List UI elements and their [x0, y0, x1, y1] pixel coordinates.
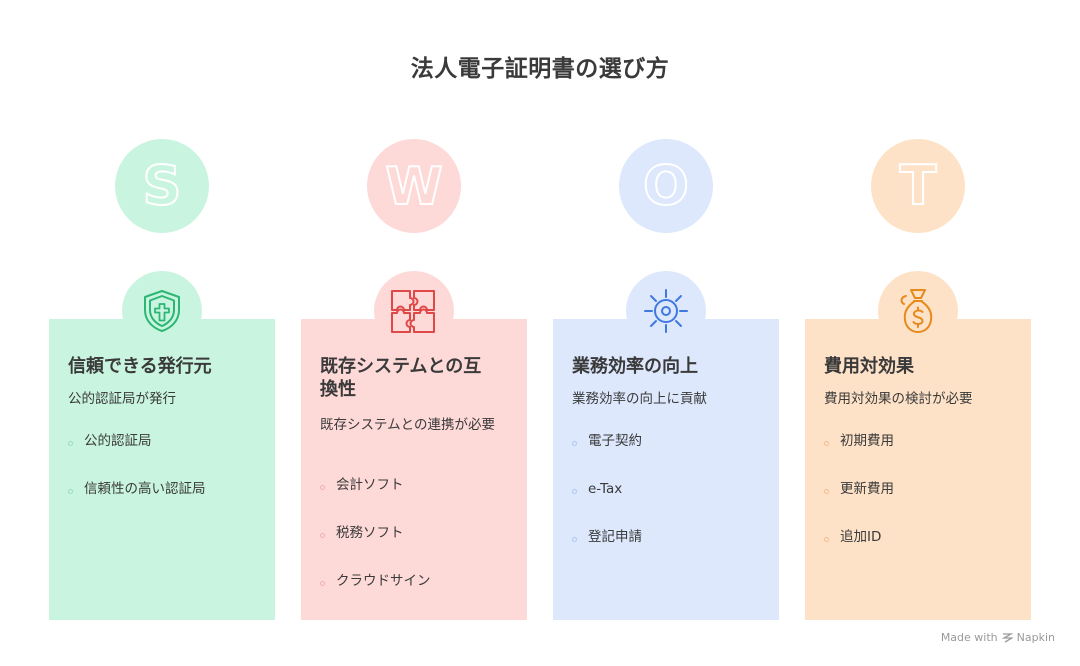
card-opportunity: 業務効率の向上 業務効率の向上に貢献 電子契約 e-Tax 登記申請: [553, 319, 779, 620]
footer-brand: Napkin: [1016, 631, 1055, 644]
card-subtitle: 公的認証局が発行: [68, 391, 176, 407]
icon-tab-o: [626, 271, 706, 351]
letter-s: S: [143, 156, 182, 216]
letter-o-icon: O: [642, 156, 690, 216]
card-title: 費用対効果: [824, 356, 914, 377]
footer-text: Made with: [940, 631, 998, 644]
shield-cross-icon: [137, 286, 187, 336]
card-weakness: 既存システムとの互換性 既存システムとの連携が必要 会計ソフト 税務ソフト クラ…: [301, 319, 527, 620]
letter-s-icon: S: [142, 156, 183, 216]
icon-tab-s: [122, 271, 202, 351]
card-title: 信頼できる発行元: [68, 356, 212, 377]
card-subtitle: 既存システムとの連携が必要: [320, 417, 495, 433]
list-item: 追加ID: [824, 529, 881, 546]
card-subtitle: 費用対効果の検討が必要: [824, 391, 973, 407]
napkin-logo-icon: [1001, 633, 1013, 643]
card-threat: 費用対効果 費用対効果の検討が必要 初期費用 更新費用 追加ID: [805, 319, 1031, 620]
card-title: 業務効率の向上: [572, 356, 698, 377]
list-item: 登記申請: [572, 529, 642, 546]
list-item: 税務ソフト: [320, 525, 404, 542]
letter-o: O: [643, 156, 689, 216]
card-subtitle: 業務効率の向上に貢献: [572, 391, 707, 407]
list-item: e-Tax: [572, 481, 622, 498]
card-title: 既存システムとの互換性: [320, 356, 482, 400]
list-item: 会計ソフト: [320, 477, 404, 494]
page-title: 法人電子証明書の選び方: [410, 56, 670, 82]
list-item: 電子契約: [572, 433, 642, 450]
list-item: 初期費用: [824, 433, 894, 450]
money-bag-icon: [893, 286, 943, 336]
list-item: 公的認証局: [68, 433, 152, 450]
letter-t-icon: T: [899, 156, 938, 216]
letter-circle-t: T: [871, 139, 965, 233]
letter-t: T: [900, 156, 937, 216]
letter-w: W: [385, 157, 442, 216]
card-strength: 信頼できる発行元 公的認証局が発行 公的認証局 信頼性の高い認証局: [49, 319, 275, 620]
letter-circle-w: W: [367, 139, 461, 233]
list-item: 更新費用: [824, 481, 894, 498]
made-with-napkin[interactable]: Made with Napkin: [941, 631, 1055, 644]
letter-circle-o: O: [619, 139, 713, 233]
sun-target-icon: [641, 286, 691, 336]
list-item: 信頼性の高い認証局: [68, 481, 206, 498]
puzzle-icon: [389, 286, 439, 336]
list-item: クラウドサイン: [320, 573, 431, 590]
letter-circle-s: S: [115, 139, 209, 233]
letter-w-icon: W: [384, 156, 443, 216]
